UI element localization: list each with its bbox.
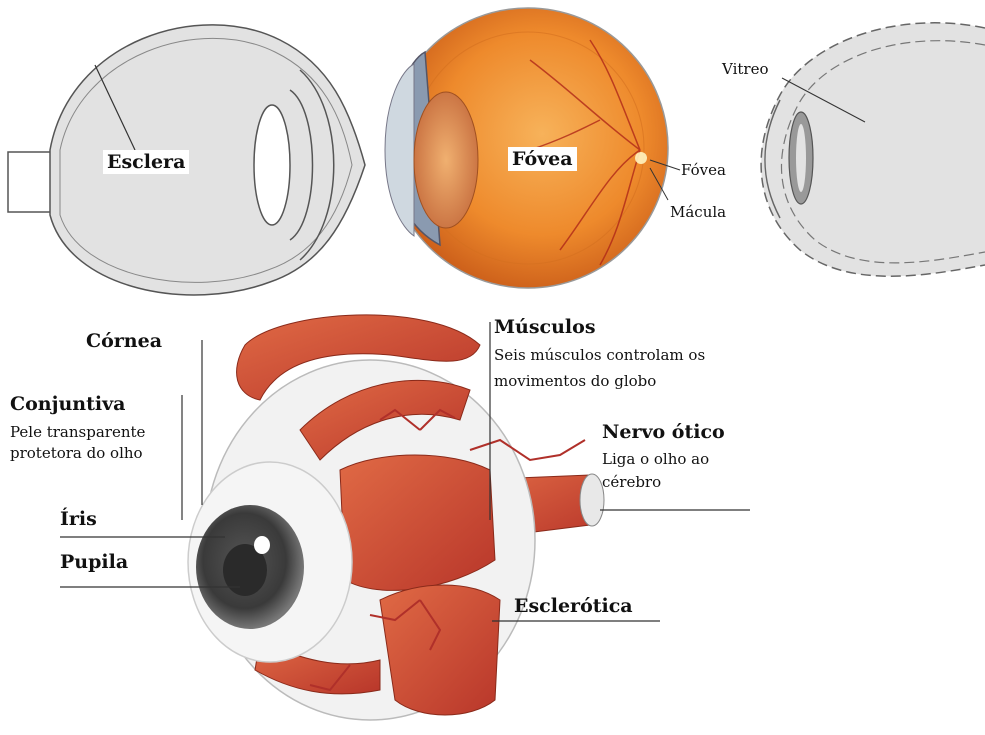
optic-nerve-desc-line-2: cérebro <box>602 473 661 491</box>
label-optic-nerve: Nervo ótico <box>602 421 725 444</box>
optic-nerve-desc-line-1: Liga o olho ao <box>602 450 709 468</box>
label-fovea-center: Fóvea <box>508 147 577 171</box>
label-conjunctiva: Conjuntiva <box>10 393 125 416</box>
conjunctiva-desc-line-1: Pele transparente <box>10 423 145 441</box>
muscles-desc-line-2: movimentos do globo <box>494 372 656 390</box>
conjunctiva-desc-line-2: protetora do olho <box>10 444 143 462</box>
label-fovea: Fóvea <box>681 161 726 179</box>
label-cornea: Córnea <box>86 330 162 353</box>
muscles-desc-line-1: Seis músculos controlam os <box>494 346 705 364</box>
label-vitreous: Vitreo <box>722 60 768 78</box>
label-macula: Mácula <box>670 203 726 221</box>
label-sclera: Esclera <box>103 150 189 174</box>
label-pupil: Pupila <box>60 551 128 574</box>
label-sclerotic: Esclerótica <box>514 595 633 618</box>
vitreous-eye-right <box>761 23 985 276</box>
label-muscles: Músculos <box>494 316 596 339</box>
label-iris: Íris <box>60 508 97 531</box>
